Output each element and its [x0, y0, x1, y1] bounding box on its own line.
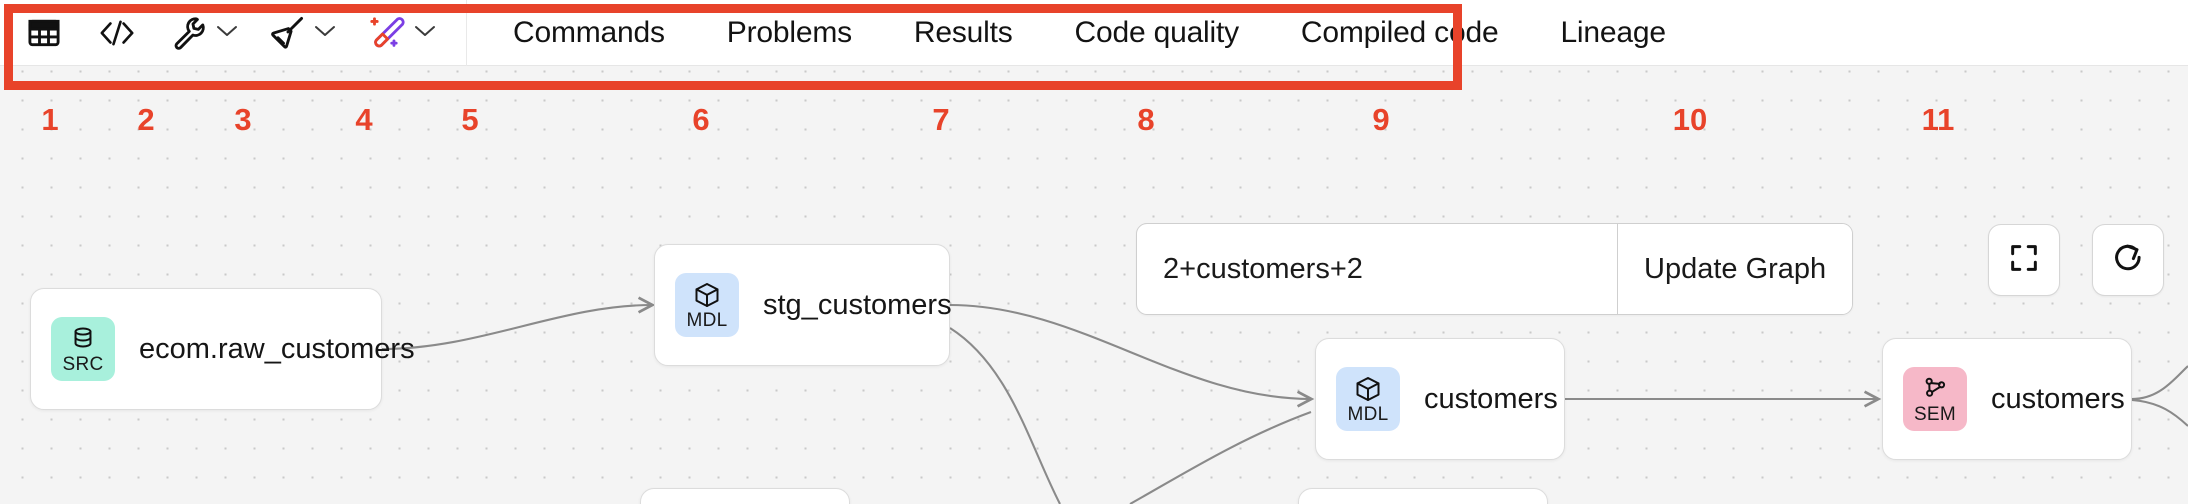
refresh-icon [2110, 240, 2146, 281]
node-label: ecom.raw_customers [139, 332, 415, 365]
annotation-number-7: 7 [932, 102, 950, 137]
tab-commands[interactable]: Commands [513, 15, 665, 49]
edge-stg-to-customers [949, 303, 1315, 408]
semantic-graph-icon [1921, 375, 1949, 403]
panel-tabs: Commands Problems Results Code quality C… [467, 0, 1697, 65]
chevron-down-icon [216, 24, 238, 41]
annotation-number-10: 10 [1672, 102, 1708, 137]
graph-search-control: Update Graph [1136, 223, 1854, 315]
ai-assist-dropdown-button[interactable] [410, 10, 440, 56]
database-icon [69, 325, 97, 353]
editor-toolbar: Commands Problems Results Code quality C… [0, 0, 2188, 66]
graph-node-mdl-customers[interactable]: MDL customers [1315, 338, 1565, 460]
node-badge-kind: MDL [1347, 403, 1389, 425]
cube-icon [1354, 375, 1382, 403]
node-badge-mdl: MDL [675, 273, 739, 337]
fullscreen-icon [2007, 241, 2041, 280]
format-dropdown-button[interactable] [310, 10, 340, 56]
graph-search-input[interactable] [1137, 224, 1617, 314]
chevron-down-icon [414, 24, 436, 41]
annotation-number-5: 5 [461, 102, 479, 137]
magic-wand-icon [368, 14, 406, 52]
tab-lineage[interactable]: Lineage [1560, 15, 1666, 49]
reset-graph-button[interactable] [2092, 224, 2164, 296]
graph-node-sem-customers[interactable]: SEM customers [1882, 338, 2132, 460]
tab-problems[interactable]: Problems [726, 15, 852, 49]
annotation-number-2: 2 [137, 102, 155, 137]
table-view-button[interactable] [22, 10, 66, 56]
fit-view-button[interactable] [1988, 224, 2060, 296]
edge-stg-to-lower [949, 327, 1061, 504]
edge-sem-out-b [2131, 398, 2188, 427]
annotation-number-11: 11 [1921, 102, 1955, 137]
broom-icon [268, 14, 306, 52]
annotation-number-6: 6 [692, 102, 710, 137]
edge-sem-out-a [2131, 365, 2188, 401]
partial-node-right[interactable] [1298, 488, 1548, 504]
tab-compiled-code[interactable]: Compiled code [1300, 15, 1499, 49]
node-badge-kind: SRC [62, 353, 104, 375]
cube-icon [693, 281, 721, 309]
fix-button[interactable] [166, 10, 212, 56]
table-view-icon [26, 15, 62, 51]
ai-assist-button[interactable] [364, 10, 410, 56]
annotation-number-4: 4 [355, 102, 373, 137]
toolbar-icon-group [0, 0, 467, 66]
chevron-down-icon [314, 24, 336, 41]
format-button[interactable] [264, 10, 310, 56]
node-label: stg_customers [763, 288, 952, 321]
node-badge-src: SRC [51, 317, 115, 381]
graph-node-src-raw-customers[interactable]: SRC ecom.raw_customers [30, 288, 415, 410]
annotation-number-9: 9 [1372, 102, 1390, 137]
annotation-number-3: 3 [234, 102, 252, 137]
annotation-number-8: 8 [1137, 102, 1155, 137]
update-graph-button[interactable]: Update Graph [1617, 224, 1853, 314]
code-button[interactable] [94, 10, 140, 56]
graph-edges [381, 296, 2188, 504]
node-badge-mdl: MDL [1336, 367, 1400, 431]
lineage-graph-canvas[interactable]: SRC ecom.raw_customers MDL stg_customers [0, 66, 2188, 504]
toolbar-divider [466, 0, 467, 66]
annotation-number-1: 1 [41, 102, 59, 137]
partial-node-left[interactable] [640, 488, 850, 504]
edge-src-to-stg [381, 296, 656, 351]
graph-node-mdl-stg-customers[interactable]: MDL stg_customers [654, 244, 952, 366]
wrench-icon [170, 14, 208, 52]
node-badge-kind: SEM [1913, 403, 1957, 425]
tab-results[interactable]: Results [913, 15, 1013, 49]
tab-code-quality[interactable]: Code quality [1074, 15, 1240, 49]
edge-lower-to-customers [1129, 411, 1312, 504]
fix-dropdown-button[interactable] [212, 10, 242, 56]
node-badge-sem: SEM [1903, 367, 1967, 431]
node-label: customers [1424, 382, 1558, 415]
node-label: customers [1991, 382, 2125, 415]
node-badge-kind: MDL [686, 309, 728, 331]
code-icon [98, 16, 136, 50]
